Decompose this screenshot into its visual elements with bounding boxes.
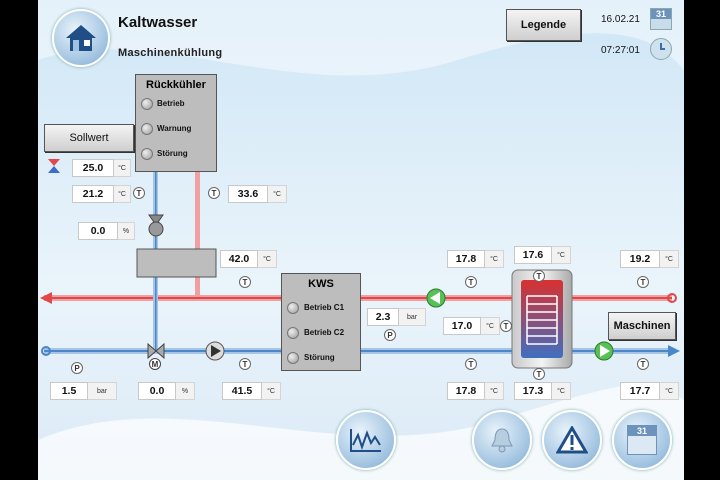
- trend-chart-icon: [350, 429, 381, 452]
- label-warnung-rk: Warnung: [157, 124, 192, 133]
- temp3-value: 42.0°C: [220, 250, 277, 268]
- temp1-value: 21.2°C: [72, 185, 131, 203]
- time-display: 07:27:01: [601, 45, 640, 56]
- setpoint-value[interactable]: 25.0°C: [72, 159, 131, 177]
- temp-sensor-3: T: [239, 276, 251, 288]
- kws-title: KWS: [308, 278, 334, 290]
- temp2-value: 33.6°C: [228, 185, 287, 203]
- warning-button[interactable]: [542, 410, 602, 470]
- temp6-value: 19.2°C: [620, 250, 679, 268]
- calendar-icon[interactable]: 31: [650, 8, 672, 30]
- motor-position-value: 0.0%: [138, 382, 195, 400]
- rueckkuehler-title: Rückkühler: [146, 79, 206, 91]
- legend-button[interactable]: Legende: [506, 9, 581, 41]
- lamp-stoerung-rk: [141, 148, 153, 160]
- sollwert-button[interactable]: Sollwert: [44, 124, 134, 152]
- temp-sensor-11: T: [637, 358, 649, 370]
- temp5-value: 17.6°C: [514, 246, 571, 264]
- cold-pipe-arrow-right: [668, 345, 680, 357]
- temp-sensor-10: T: [533, 368, 545, 380]
- page-subtitle: Maschinenkühlung: [118, 47, 223, 59]
- label-betrieb-rk: Betrieb: [157, 99, 185, 108]
- lamp-betrieb-rk: [141, 98, 153, 110]
- home-button[interactable]: [52, 9, 110, 67]
- background-graphics: [38, 0, 684, 480]
- temp8-value: 41.5°C: [222, 382, 281, 400]
- lamp-betrieb-c2: [287, 327, 299, 339]
- hmi-screen: Kaltwasser Maschinenkühlung Legende 16.0…: [38, 0, 684, 480]
- temp-sensor-6: T: [637, 276, 649, 288]
- calendar-icon: 31: [627, 425, 657, 455]
- temp-sensor-4: T: [465, 276, 477, 288]
- temp9-value: 17.8°C: [447, 382, 504, 400]
- date-display: 16.02.21: [601, 14, 640, 25]
- temp-sensor-1: T: [133, 187, 145, 199]
- wave-top: [38, 0, 684, 76]
- maschinen-button[interactable]: Maschinen: [608, 312, 676, 340]
- label-stoerung-kws: Störung: [304, 353, 335, 362]
- pressure-sensor-2: P: [71, 362, 83, 374]
- lamp-betrieb-c1: [287, 302, 299, 314]
- label-betrieb-c1: Betrieb C1: [304, 303, 345, 312]
- temp4-value: 17.8°C: [447, 250, 504, 268]
- page-title: Kaltwasser: [118, 14, 198, 31]
- hot-riser-pipe: [195, 172, 200, 296]
- home-icon: [66, 25, 96, 51]
- valve-position-value: 0.0%: [78, 222, 135, 240]
- setpoint-icon: [46, 158, 62, 174]
- temp-sensor-9: T: [465, 358, 477, 370]
- temp10-value: 17.3°C: [514, 382, 571, 400]
- heat-exchanger: [136, 248, 217, 278]
- warning-icon: [556, 426, 588, 454]
- calendar-button[interactable]: 31: [612, 410, 672, 470]
- trend-button[interactable]: [336, 410, 396, 470]
- lamp-stoerung-kws: [287, 352, 299, 364]
- temp-sensor-5: T: [533, 270, 545, 282]
- temp-sensor-2: T: [208, 187, 220, 199]
- three-way-valve: [148, 214, 164, 226]
- lamp-warnung-rk: [141, 123, 153, 135]
- alarm-bell-button[interactable]: [472, 410, 532, 470]
- label-betrieb-c2: Betrieb C2: [304, 328, 345, 337]
- clock-icon[interactable]: [650, 38, 672, 60]
- tank-coil: [526, 295, 558, 345]
- temp11-value: 17.7°C: [620, 382, 679, 400]
- temp-sensor-8: T: [239, 358, 251, 370]
- temp-sensor-7: T: [500, 320, 512, 332]
- bell-icon: [491, 428, 513, 453]
- motor-actuator: M: [149, 358, 161, 370]
- hot-pipe-arrow-left: [40, 292, 52, 304]
- mixing-valve: [147, 342, 165, 360]
- temp7-value: 17.0°C: [443, 317, 500, 335]
- pressure-sensor-1: P: [384, 329, 396, 341]
- label-stoerung-rk: Störung: [157, 149, 188, 158]
